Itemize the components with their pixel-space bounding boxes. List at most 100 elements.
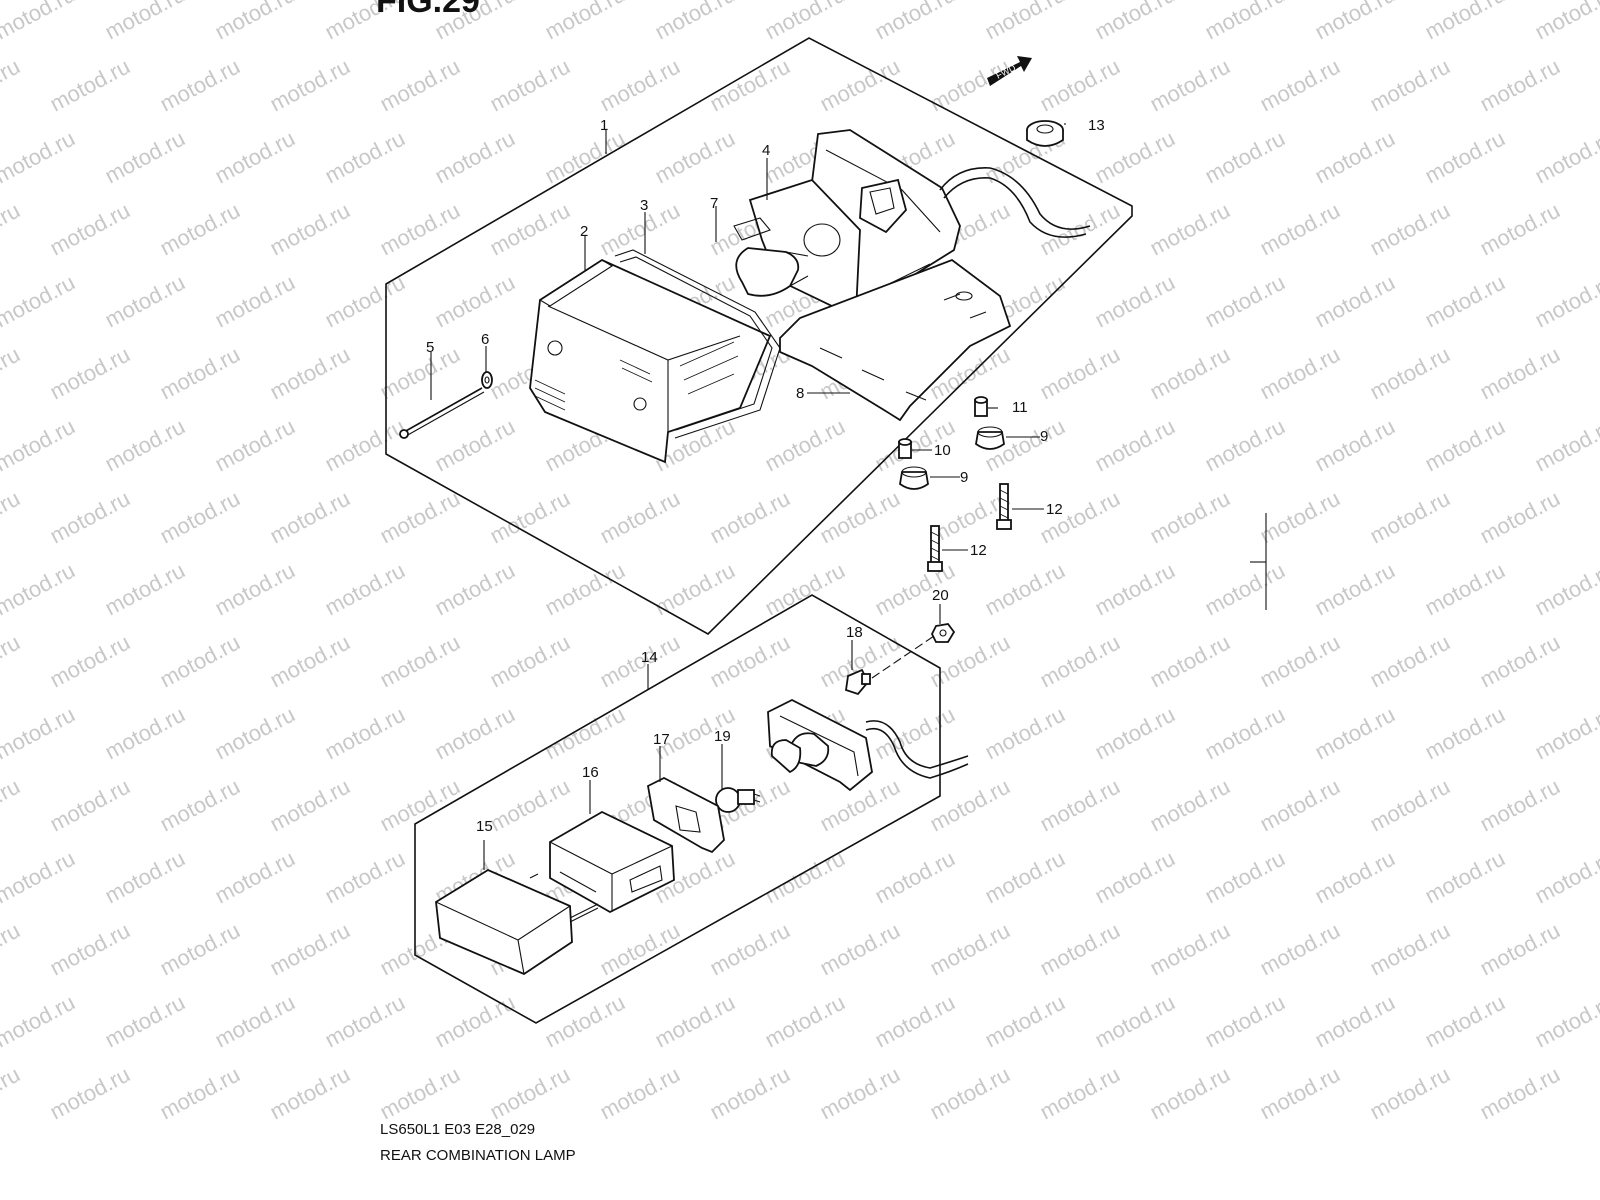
watermark-text: motod.ru [1146, 774, 1234, 837]
watermark-text: motod.ru [1091, 846, 1179, 909]
watermark-text: motod.ru [1036, 1062, 1124, 1125]
watermark-text: motod.ru [46, 630, 134, 693]
watermark-text: motod.ru [321, 846, 409, 909]
watermark-text: motod.ru [1256, 774, 1344, 837]
watermark-text: motod.ru [1256, 630, 1344, 693]
watermark-text: motod.ru [596, 54, 684, 117]
watermark-text: motod.ru [431, 270, 519, 333]
watermark-text: motod.ru [266, 342, 354, 405]
watermark-text: motod.ru [0, 126, 79, 189]
watermark-text: motod.ru [1311, 126, 1399, 189]
watermark-text: motod.ru [376, 342, 464, 405]
watermark-text: motod.ru [101, 846, 189, 909]
watermark-text: motod.ru [1091, 414, 1179, 477]
watermark-text: motod.ru [156, 918, 244, 981]
watermark-text: motod.ru [1201, 126, 1289, 189]
watermark-text: motod.ru [376, 1062, 464, 1125]
watermark-text: motod.ru [1311, 270, 1399, 333]
watermark-text: motod.ru [1531, 414, 1600, 477]
cushion-9-left [899, 466, 929, 490]
watermark-text: motod.ru [1476, 774, 1564, 837]
watermark-text: motod.ru [1091, 702, 1179, 765]
watermark-text: motod.ru [1531, 702, 1600, 765]
watermark-text: motod.ru [156, 54, 244, 117]
watermark-text: motod.ru [0, 990, 79, 1053]
watermark-text: motod.ru [871, 990, 959, 1053]
watermark-text: motod.ru [1146, 630, 1234, 693]
watermark-text: motod.ru [1311, 558, 1399, 621]
watermark-text: motod.ru [1531, 558, 1600, 621]
watermark-text: motod.ru [926, 918, 1014, 981]
watermark-text: motod.ru [376, 486, 464, 549]
watermark-text: motod.ru [926, 54, 1014, 117]
watermark-text: motod.ru [486, 630, 574, 693]
watermark-text: motod.ru [211, 558, 299, 621]
watermark-text: motod.ru [1366, 486, 1454, 549]
watermark-text: motod.ru [156, 486, 244, 549]
watermark-text: motod.ru [431, 126, 519, 189]
watermark-text: motod.ru [926, 774, 1014, 837]
watermark-text: motod.ru [1421, 126, 1509, 189]
figure-name: REAR COMBINATION LAMP [380, 1147, 576, 1164]
callout-12-left: 12 [970, 542, 987, 559]
watermark-text: motod.ru [431, 702, 519, 765]
bolt-12-right [996, 483, 1012, 530]
watermark-text: motod.ru [1146, 198, 1234, 261]
watermark-text: motod.ru [1531, 0, 1600, 44]
watermark-text: motod.ru [596, 918, 684, 981]
watermark-text: motod.ru [651, 990, 739, 1053]
watermark-text: motod.ru [761, 0, 849, 44]
lens-gasket-3 [614, 249, 781, 439]
watermark-text: motod.ru [981, 0, 1069, 44]
watermark-text: motod.ru [1421, 846, 1509, 909]
mounting-bracket-8 [779, 258, 1012, 422]
callout-2: 2 [580, 223, 588, 240]
watermark-text: motod.ru [486, 1062, 574, 1125]
callout-3: 3 [640, 197, 648, 214]
license-reflector-16 [549, 810, 675, 914]
watermark-text: motod.ru [1366, 918, 1454, 981]
harness-wire-upper-2 [943, 177, 1087, 238]
watermark-text: motod.ru [486, 54, 574, 117]
nut-20 [930, 623, 956, 643]
watermark-text: motod.ru [0, 198, 24, 261]
watermark-text: motod.ru [1036, 54, 1124, 117]
license-bulb-19 [715, 787, 761, 813]
license-lens-15 [435, 868, 599, 976]
watermark-text: motod.ru [981, 990, 1069, 1053]
callout-10: 10 [934, 442, 951, 459]
watermark-text: motod.ru [1531, 126, 1600, 189]
bulb-7 [733, 217, 809, 297]
license-lamp-housing [767, 698, 873, 792]
callout-13: 13 [1088, 117, 1105, 134]
watermark-text: motod.ru [266, 1062, 354, 1125]
watermark-text: motod.ru [1366, 774, 1454, 837]
watermark-text: motod.ru [981, 846, 1069, 909]
watermark-text: motod.ru [1036, 630, 1124, 693]
lamp-housing-4 [748, 129, 961, 340]
washer-6 [481, 371, 493, 389]
watermark-text: motod.ru [376, 630, 464, 693]
watermark-text: motod.ru [1201, 270, 1289, 333]
grommet-13 [1026, 120, 1064, 147]
watermark-text: motod.ru [1091, 990, 1179, 1053]
watermark-text: motod.ru [0, 1062, 24, 1125]
watermark-text: motod.ru [211, 126, 299, 189]
watermark-text: motod.ru [1201, 990, 1289, 1053]
callout-8: 8 [796, 385, 804, 402]
watermark-text: motod.ru [266, 774, 354, 837]
collar-10 [898, 438, 912, 459]
watermark-text: motod.ru [1421, 414, 1509, 477]
callout-17: 17 [653, 731, 670, 748]
watermark-text: motod.ru [1256, 1062, 1344, 1125]
watermark-text: motod.ru [321, 990, 409, 1053]
watermark-text: motod.ru [266, 630, 354, 693]
watermark-text: motod.ru [541, 126, 629, 189]
harness-wire-lower-2 [865, 727, 969, 779]
callout-9-right: 9 [1040, 428, 1048, 445]
watermark-text: motod.ru [0, 0, 79, 44]
watermark-text: motod.ru [486, 774, 574, 837]
watermark-text: motod.ru [0, 558, 79, 621]
watermark-text: motod.ru [0, 414, 79, 477]
watermark-text: motod.ru [1146, 1062, 1234, 1125]
